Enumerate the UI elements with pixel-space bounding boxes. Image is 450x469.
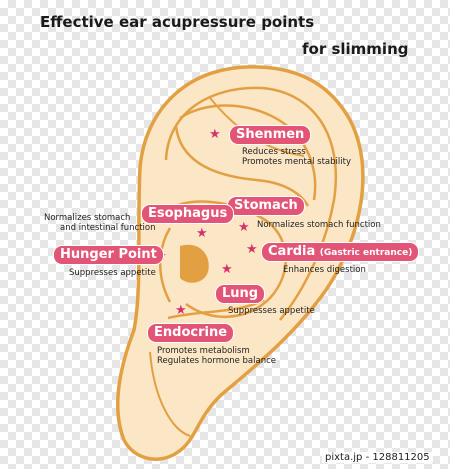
label-stomach: Stomach: [227, 196, 305, 216]
label-lung: Lung: [215, 284, 266, 304]
star-icon: ★: [175, 303, 187, 318]
label-cardia-sub: (Gastric entrance): [319, 248, 413, 258]
label-esophagus: Esophagus: [141, 204, 235, 224]
desc-esophagus-1: Normalizes stomach: [44, 213, 131, 223]
star-icon: ★: [238, 220, 250, 235]
star-icon: ★: [221, 262, 233, 277]
desc-lung: Suppresses appetite: [228, 306, 315, 316]
desc-shenmen-1: Reduces stress: [242, 147, 306, 157]
label-endocrine: Endocrine: [147, 323, 235, 343]
lobe-line: [149, 351, 191, 437]
ear-canal: [180, 244, 209, 283]
star-icon: ★: [196, 226, 208, 241]
desc-endocrine-2: Regulates hormone balance: [157, 356, 276, 366]
antihelix-lower: [174, 125, 310, 207]
watermark: pixta.jp - 128811205: [322, 452, 433, 463]
title-line-2: for slimming: [302, 40, 409, 58]
desc-cardia: Enhances digestion: [283, 265, 366, 275]
desc-stomach: Normalizes stomach function: [257, 220, 381, 230]
desc-hunger-point: Suppresses appetite: [69, 268, 156, 278]
desc-shenmen-2: Promotes mental stability: [242, 157, 351, 167]
label-shenmen: Shenmen: [229, 125, 312, 145]
ear-outline: [115, 65, 365, 461]
desc-esophagus-2: and intestinal function: [60, 223, 156, 233]
label-cardia: Cardia (Gastric entrance): [261, 242, 420, 262]
desc-endocrine-1: Promotes metabolism: [157, 346, 250, 356]
label-hunger-point: Hunger Point: [53, 245, 164, 265]
star-icon: ★: [246, 242, 258, 257]
label-cardia-main: Cardia: [268, 244, 316, 259]
title-line-1: Effective ear acupressure points: [40, 13, 315, 31]
star-icon: ★: [209, 127, 221, 142]
